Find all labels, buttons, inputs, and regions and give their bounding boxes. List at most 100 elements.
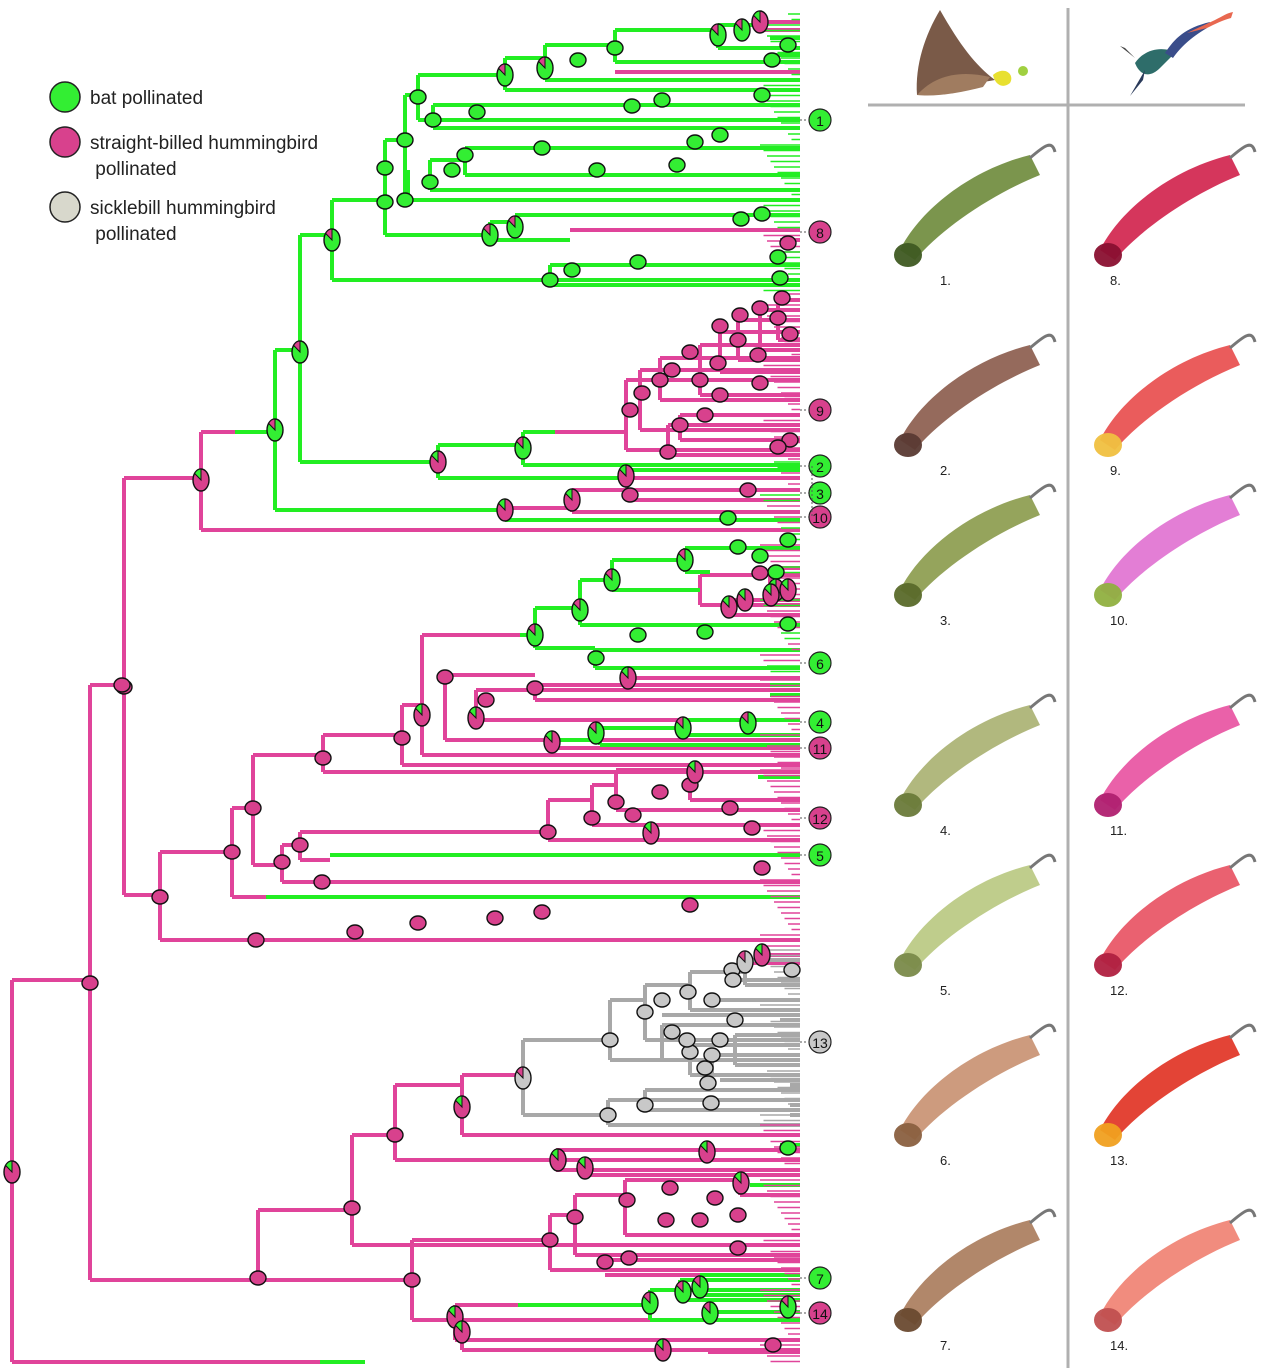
legend-swatch-straight-billed — [50, 127, 80, 157]
ancestral-node — [752, 566, 768, 580]
ancestral-node — [377, 161, 393, 175]
flower-photo-icon — [894, 695, 1055, 817]
ancestral-node — [437, 670, 453, 684]
flower-photo-10: 10. — [1094, 485, 1255, 628]
ancestral-node — [527, 624, 543, 646]
ancestral-node — [721, 596, 737, 618]
ancestral-node — [534, 141, 550, 155]
tip-marker-label: 7 — [816, 1271, 824, 1287]
ancestral-node — [722, 801, 738, 815]
ancestral-node — [622, 488, 638, 502]
flower-photo-8: 8. — [1094, 145, 1255, 288]
ancestral-node — [544, 731, 560, 753]
ancestral-node — [292, 838, 308, 852]
ancestral-node — [457, 148, 473, 162]
ancestral-node — [597, 1255, 613, 1269]
flower-photo-label: 11. — [1110, 823, 1127, 838]
ancestral-node — [733, 1172, 749, 1194]
ancestral-node — [692, 1276, 708, 1298]
ancestral-node — [324, 229, 340, 251]
flower-photo-icon — [1094, 485, 1255, 607]
legend-swatch-sicklebill — [50, 192, 80, 222]
flower-photo-icon — [894, 1025, 1055, 1147]
ancestral-node — [114, 678, 130, 692]
ancestral-node — [515, 437, 531, 459]
ancestral-node — [770, 250, 786, 264]
ancestral-node — [658, 1213, 674, 1227]
ancestral-node — [564, 489, 580, 511]
tip-marker-label: 11 — [813, 741, 828, 757]
ancestral-node — [607, 41, 623, 55]
flower-photo-14: 14. — [1094, 1210, 1255, 1353]
flower-photo-13: 13. — [1094, 1025, 1255, 1168]
flower-photo-icon — [894, 485, 1055, 607]
legend: bat pollinated straight-billed hummingbi… — [50, 82, 318, 245]
ancestral-node — [687, 135, 703, 149]
ancestral-node — [730, 1241, 746, 1255]
tip-marker-1: 1 — [800, 109, 831, 131]
ancestral-node — [727, 1013, 743, 1027]
flower-photo-1: 1. — [894, 145, 1055, 288]
ancestral-node — [774, 291, 790, 305]
ancestral-node — [784, 963, 800, 977]
ancestral-node — [643, 822, 659, 844]
ancestral-node — [250, 1271, 266, 1285]
ancestral-node — [642, 1292, 658, 1314]
ancestral-node — [734, 19, 750, 41]
flower-photo-2: 2. — [894, 335, 1055, 478]
legend-label-sicklebill: sicklebill hummingbird — [90, 198, 276, 219]
ancestral-node — [622, 403, 638, 417]
ancestral-node — [82, 976, 98, 990]
ancestral-node — [637, 1005, 653, 1019]
tip-marker-7: 7 — [800, 1267, 831, 1289]
ancestral-node — [497, 64, 513, 86]
ancestral-node — [765, 1338, 781, 1352]
ancestral-node — [712, 388, 728, 402]
flower-photo-icon — [1094, 1025, 1255, 1147]
tip-marker-label: 8 — [816, 225, 824, 241]
ancestral-node — [315, 751, 331, 765]
ancestral-node — [675, 717, 691, 739]
ancestral-node — [664, 1025, 680, 1039]
flower-photo-icon — [894, 855, 1055, 977]
tip-marker-label: 9 — [816, 403, 824, 419]
flower-photo-icon — [894, 335, 1055, 457]
ancestral-node — [567, 1210, 583, 1224]
tip-marker-4: 4 — [800, 711, 831, 733]
ancestral-node — [654, 993, 670, 1007]
flower-photo-icon — [1094, 695, 1255, 817]
ancestral-node — [394, 731, 410, 745]
ancestral-node — [600, 1108, 616, 1122]
flower-photo-6: 6. — [894, 1025, 1055, 1168]
ancestral-node — [618, 465, 634, 487]
ancestral-node — [730, 1208, 746, 1222]
ancestral-node — [267, 419, 283, 441]
ancestral-node — [697, 1061, 713, 1075]
ancestral-node — [703, 1096, 719, 1110]
ancestral-node — [602, 1033, 618, 1047]
tip-marker-13: 13 — [800, 1031, 831, 1053]
ancestral-node — [588, 722, 604, 744]
ancestral-node — [655, 1339, 671, 1361]
ancestral-node — [487, 911, 503, 925]
ancestral-node — [387, 1128, 403, 1142]
legend-label-straight-billed: straight-billed hummingbird — [90, 133, 318, 154]
tip-marker-label: 4 — [816, 715, 824, 731]
ancestral-node — [702, 1302, 718, 1324]
ancestral-node — [733, 212, 749, 226]
ancestral-node — [410, 90, 426, 104]
ancestral-node — [527, 681, 543, 695]
ancestral-node — [730, 540, 746, 554]
ancestral-node — [720, 511, 736, 525]
ancestral-node — [740, 483, 756, 497]
ancestral-node — [577, 1157, 593, 1179]
tip-marker-label: 14 — [812, 1306, 828, 1322]
ancestral-node — [425, 113, 441, 127]
ancestral-node — [468, 707, 484, 729]
tip-marker-12: 12 — [800, 807, 831, 829]
ancestral-node — [725, 973, 741, 987]
ancestral-node — [482, 224, 498, 246]
ancestral-node — [542, 1233, 558, 1247]
ancestral-node — [780, 533, 796, 547]
ancestral-node — [697, 408, 713, 422]
